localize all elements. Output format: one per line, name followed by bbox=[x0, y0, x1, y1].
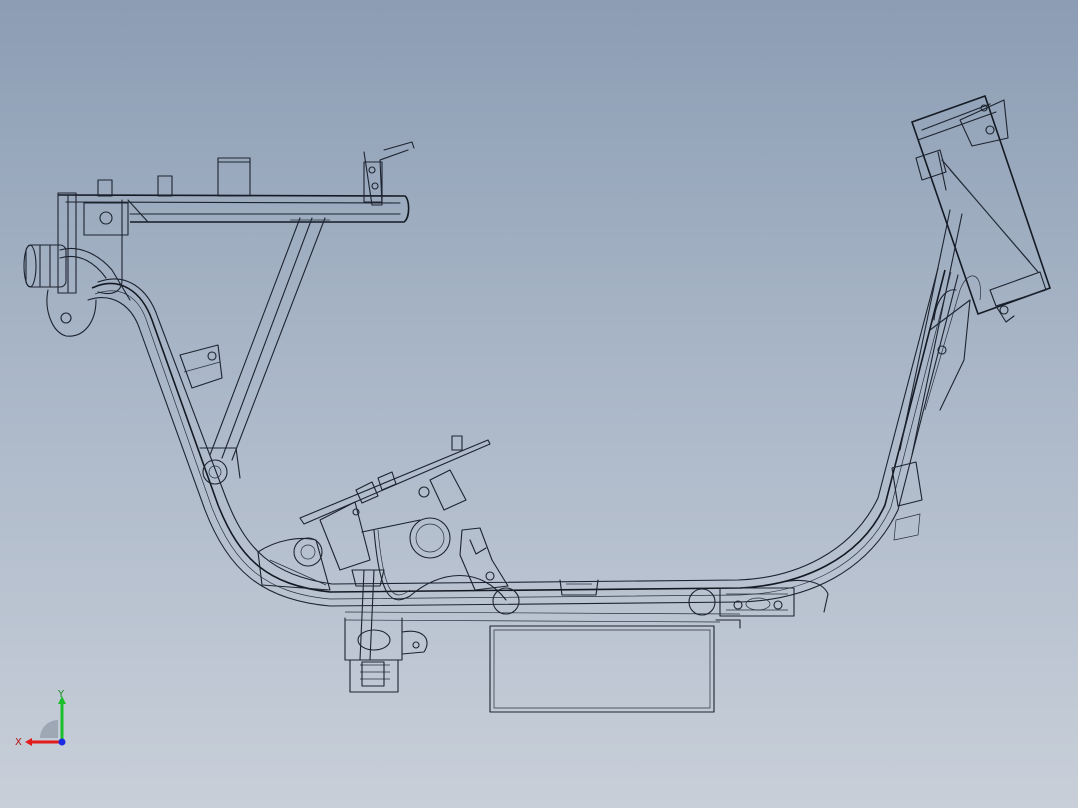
z-axis-dot bbox=[58, 738, 66, 746]
x-axis-arrowhead bbox=[25, 738, 32, 746]
tube-bracket bbox=[179, 344, 223, 389]
rear-cross-bracket bbox=[719, 580, 829, 617]
rear-upright bbox=[891, 209, 981, 541]
y-axis-label: Y bbox=[57, 689, 65, 700]
bottom-center-tab bbox=[559, 579, 599, 596]
cable-run bbox=[351, 529, 716, 616]
triad-plane bbox=[40, 720, 58, 738]
diagonal-brace bbox=[199, 217, 330, 485]
main-frame-tube bbox=[87, 267, 959, 623]
top-rail bbox=[57, 192, 410, 295]
rear-carrier-box bbox=[910, 94, 1052, 323]
head-tube bbox=[23, 244, 131, 337]
axis-triad: Y X bbox=[15, 689, 66, 748]
x-axis-label: X bbox=[15, 737, 22, 748]
battery-box bbox=[489, 619, 741, 713]
pivot-bracket bbox=[257, 537, 331, 591]
y-axis-arrowhead bbox=[58, 696, 66, 704]
top-brackets bbox=[97, 141, 415, 206]
center-mount-plate bbox=[299, 435, 509, 591]
lower-mount-bracket bbox=[344, 569, 428, 693]
